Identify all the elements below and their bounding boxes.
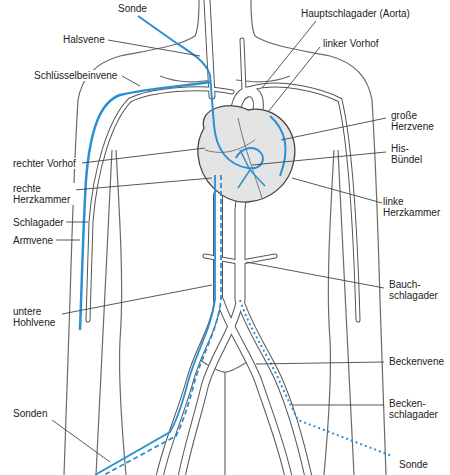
illustration-part (262, 21, 316, 88)
illustration-part (242, 40, 244, 90)
anatomy-label: Schlüsselbeinvene (33, 70, 118, 81)
illustration-part (238, 118, 262, 198)
arm-vein (80, 82, 210, 330)
anatomy-label: Becken- schlagader (388, 398, 444, 420)
illustration-part (242, 40, 244, 90)
illustration-part (198, 106, 295, 202)
illustration-part (104, 175, 221, 475)
heart (198, 106, 295, 202)
anatomy-label: linker Vorhof (322, 38, 380, 49)
anatomy-label: untere Hohlvene (12, 306, 62, 328)
illustration-part (292, 178, 382, 203)
illustration-part (270, 116, 285, 176)
illustration-part (95, 175, 215, 475)
anatomy-label: Sonde (117, 3, 148, 14)
illustration-part (240, 300, 392, 456)
anatomy-label: Sonde (398, 459, 429, 470)
anatomy-label: linke Herzkammer (382, 196, 446, 218)
anatomy-label: Hauptschlagader (Aorta) (300, 8, 411, 19)
anatomy-label: Armvene (12, 235, 54, 246)
body-half (225, 0, 386, 475)
anatomy-label: Bauch- schlagader (388, 279, 444, 301)
illustration-part (108, 40, 200, 56)
anatomy-label: His- Bündel (390, 143, 428, 165)
anatomy-label: Halsvene (62, 34, 106, 45)
illustration-part (251, 0, 386, 475)
illustration-part (240, 300, 308, 475)
illustration-part (96, 150, 112, 475)
leg-line (224, 372, 225, 475)
vessel-outer (88, 0, 358, 475)
anatomy-label: rechte Herzkammer (12, 183, 76, 205)
illustration-part (324, 150, 334, 475)
anatomy-label: Schlagader (12, 217, 65, 228)
leader-lines (52, 21, 386, 462)
probe-lines (95, 16, 392, 475)
illustration-part (122, 76, 140, 86)
anatomy-label: rechter Vorhof (12, 158, 77, 169)
illustration-part (138, 16, 263, 168)
illustration-part (74, 178, 212, 190)
illustration-part (268, 47, 320, 112)
illustration-part (82, 148, 205, 163)
illustration-part (242, 256, 275, 262)
illustration-part (252, 152, 386, 165)
illustration-part (160, 76, 214, 82)
illustration-part (292, 405, 384, 406)
illustration-part (52, 420, 110, 462)
illustration-part (62, 285, 212, 314)
anatomy-label: Beckenvene (388, 356, 445, 367)
illustration-part (242, 256, 275, 262)
illustration-part (256, 362, 384, 364)
illustration-part (66, 222, 88, 223)
illustration-part (246, 262, 384, 288)
illustration-part (56, 240, 80, 241)
anatomy-label: Sonden (12, 408, 48, 419)
anatomy-label: große Herzvene (390, 110, 444, 132)
illustration-part (240, 300, 308, 475)
illustration-part (116, 150, 126, 475)
illustration-part (220, 300, 288, 475)
illustration-part (281, 118, 386, 140)
illustration-part (205, 140, 255, 152)
vessel-inner (88, 0, 358, 475)
